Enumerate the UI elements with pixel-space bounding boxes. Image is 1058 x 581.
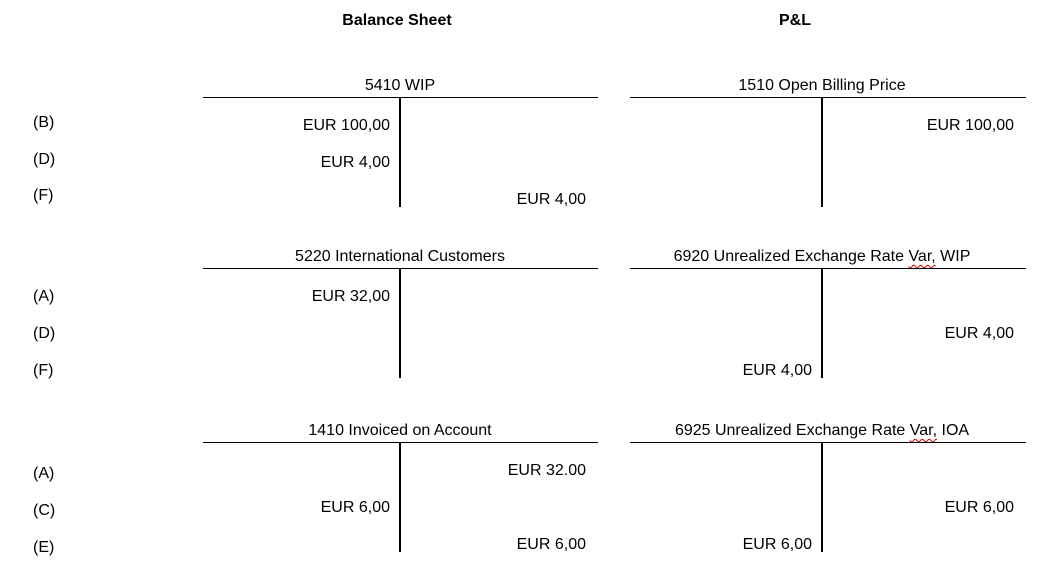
t-account-grid: EUR 32,00 bbox=[203, 268, 598, 390]
credit-amount: EUR 32.00 bbox=[507, 461, 586, 479]
account-title-text: 6920 Unrealized Exchange Rate bbox=[673, 248, 909, 265]
account-title: 6920 Unrealized Exchange Rate Var, WIP bbox=[630, 246, 1014, 268]
t-account-5220-international-customers: 5220 International Customers EUR 32,00 bbox=[203, 246, 598, 390]
pl-header: P&L bbox=[779, 12, 811, 29]
t-account-row: EUR 100,00 bbox=[203, 107, 598, 144]
credit-amount: EUR 4,00 bbox=[944, 324, 1014, 342]
entry-label: (F) bbox=[33, 362, 54, 379]
t-account-row: EUR 32,00 bbox=[203, 278, 598, 315]
entry-label: (E) bbox=[33, 539, 55, 556]
t-account-5410-wip: 5410 WIP EUR 100,00 EUR 4,00 EUR 4,00 bbox=[203, 75, 598, 219]
credit-amount: EUR 6,00 bbox=[944, 498, 1014, 516]
entry-label: (A) bbox=[33, 465, 55, 482]
misspelled-word: Var, bbox=[909, 422, 938, 439]
account-title-text: IOA bbox=[937, 422, 970, 439]
account-title: 5410 WIP bbox=[203, 75, 597, 97]
t-account-grid: EUR 100,00 EUR 4,00 EUR 4,00 bbox=[203, 97, 598, 219]
debit-amount: EUR 32,00 bbox=[311, 287, 390, 305]
t-account-1510-open-billing-price: 1510 Open Billing Price EUR 100,00 bbox=[630, 75, 1026, 219]
t-account-row: EUR 6,00 bbox=[203, 526, 598, 563]
t-account-row: EUR 6,00 bbox=[630, 526, 1026, 563]
t-account-6920-unrealized-exchange-rate-var-wip: 6920 Unrealized Exchange Rate Var, WIP E… bbox=[630, 246, 1026, 390]
t-divider-line bbox=[821, 98, 823, 207]
account-title: 1510 Open Billing Price bbox=[630, 75, 1014, 97]
t-divider-line bbox=[399, 98, 401, 207]
t-account-row bbox=[630, 181, 1026, 218]
t-account-row: EUR 4,00 bbox=[630, 315, 1026, 352]
debit-amount: EUR 6,00 bbox=[742, 535, 812, 553]
credit-amount: EUR 6,00 bbox=[516, 535, 586, 553]
t-account-row bbox=[630, 144, 1026, 181]
entry-label: (D) bbox=[33, 325, 56, 342]
entry-label: (D) bbox=[33, 151, 56, 168]
account-title: 6925 Unrealized Exchange Rate Var, IOA bbox=[630, 420, 1014, 442]
account-title-text: WIP bbox=[935, 248, 971, 265]
t-account-grid: EUR 4,00 EUR 4,00 bbox=[630, 268, 1026, 390]
account-title-text: 6925 Unrealized Exchange Rate bbox=[674, 422, 910, 439]
account-title-text: 1410 Invoiced on Account bbox=[308, 422, 492, 439]
t-account-row bbox=[630, 452, 1026, 489]
entry-label: (A) bbox=[33, 288, 55, 305]
debit-amount: EUR 4,00 bbox=[320, 153, 390, 171]
account-title: 1410 Invoiced on Account bbox=[203, 420, 597, 442]
debit-amount: EUR 100,00 bbox=[302, 116, 390, 134]
t-account-grid: EUR 100,00 bbox=[630, 97, 1026, 219]
account-title: 5220 International Customers bbox=[203, 246, 597, 268]
t-divider-line bbox=[821, 443, 823, 552]
account-title-text: 5220 International Customers bbox=[295, 248, 505, 265]
t-divider-line bbox=[399, 269, 401, 378]
t-account-6925-unrealized-exchange-rate-var-ioa: 6925 Unrealized Exchange Rate Var, IOA E… bbox=[630, 420, 1026, 564]
entry-label: (F) bbox=[33, 187, 54, 204]
debit-amount: EUR 6,00 bbox=[320, 498, 390, 516]
t-account-row: EUR 4,00 bbox=[203, 144, 598, 181]
t-account-1410-invoiced-on-account: 1410 Invoiced on Account EUR 32.00 EUR 6… bbox=[203, 420, 598, 564]
credit-amount: EUR 4,00 bbox=[516, 190, 586, 208]
account-title-text: 1510 Open Billing Price bbox=[738, 77, 906, 94]
t-divider-line bbox=[821, 269, 823, 378]
t-account-row bbox=[630, 278, 1026, 315]
t-account-row: EUR 4,00 bbox=[630, 352, 1026, 389]
t-account-row: EUR 100,00 bbox=[630, 107, 1026, 144]
t-account-grid: EUR 6,00 EUR 6,00 bbox=[630, 442, 1026, 564]
t-account-row: EUR 32.00 bbox=[203, 452, 598, 489]
debit-amount: EUR 4,00 bbox=[742, 361, 812, 379]
t-divider-line bbox=[399, 443, 401, 552]
entry-label: (B) bbox=[33, 114, 55, 131]
t-account-row: EUR 4,00 bbox=[203, 181, 598, 218]
t-account-row: EUR 6,00 bbox=[203, 489, 598, 526]
account-title-text: 5410 WIP bbox=[364, 77, 436, 94]
t-account-grid: EUR 32.00 EUR 6,00 EUR 6,00 bbox=[203, 442, 598, 564]
entry-label: (C) bbox=[33, 502, 56, 519]
credit-amount: EUR 100,00 bbox=[926, 116, 1014, 134]
misspelled-word: Var, bbox=[908, 248, 936, 265]
balance-sheet-header: Balance Sheet bbox=[342, 12, 452, 29]
t-account-row: EUR 6,00 bbox=[630, 489, 1026, 526]
